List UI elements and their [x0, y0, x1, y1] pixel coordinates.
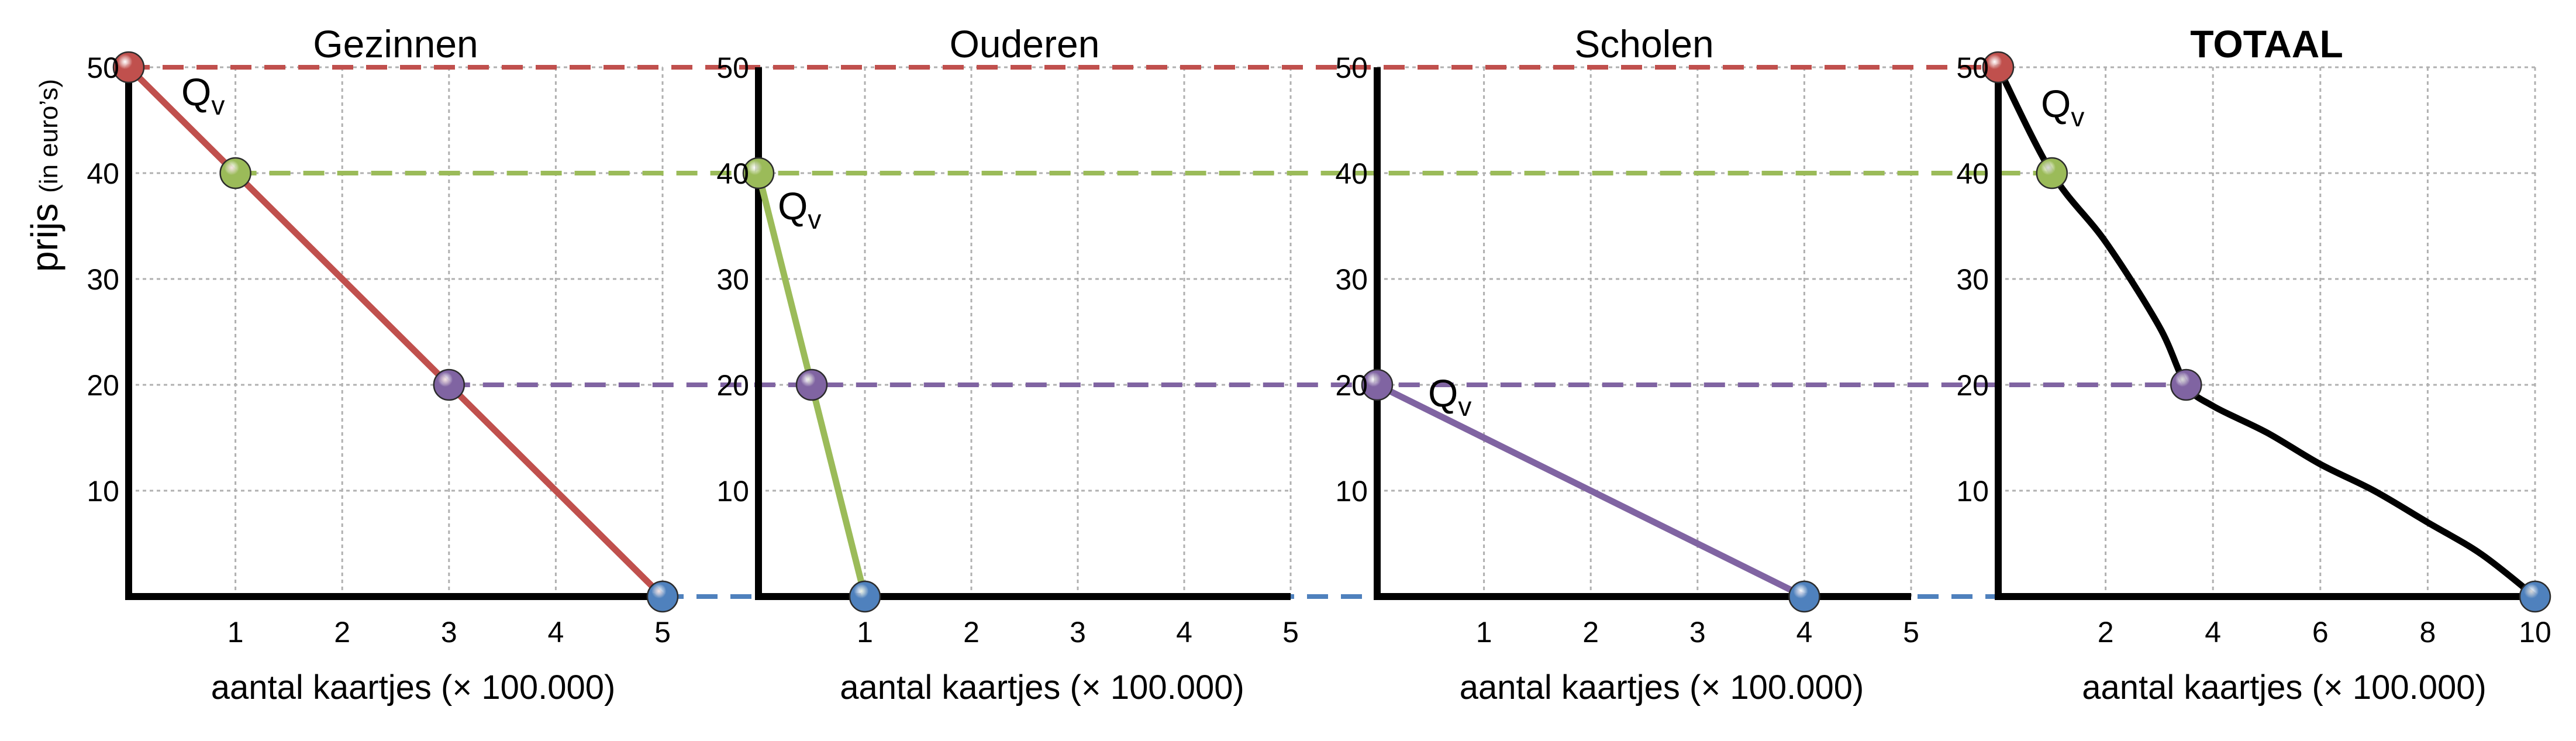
demand-curve-1 — [125, 64, 666, 600]
markers-layer — [112, 51, 2551, 613]
y-tick-label: 20 — [1956, 369, 1989, 402]
x-tick-label: 3 — [1689, 616, 1706, 649]
y-tick-label: 30 — [1956, 263, 1989, 296]
point-marker-red — [1982, 51, 2015, 84]
y-tick-label: 10 — [87, 475, 119, 508]
curve-label-qv: Qv — [181, 70, 225, 120]
guide-lines-layer — [129, 65, 2535, 599]
y-tick-label: 30 — [87, 263, 119, 296]
text-layer: Gezinnen 1 2 3 4 5 10 20 30 40 50 aantal kaartjes (… — [23, 22, 2551, 706]
x-tick-label: 4 — [2205, 616, 2221, 649]
point-marker-blue — [2519, 580, 2551, 613]
point-marker-purple — [795, 368, 828, 401]
y-tick-label: 40 — [87, 157, 119, 190]
x-axis-label: aantal kaartjes (× 100.000) — [840, 668, 1244, 706]
y-tick-label: 20 — [87, 369, 119, 402]
curve-label-qv: Qv — [778, 184, 821, 235]
x-tick-label: 2 — [963, 616, 980, 649]
point-marker-purple — [1361, 368, 1394, 401]
x-tick-label: 3 — [441, 616, 457, 649]
chart-title: Ouderen — [950, 22, 1100, 66]
y-tick-label: 50 — [1335, 51, 1368, 84]
point-marker-blue — [849, 580, 881, 613]
y-tick-label: 40 — [1956, 157, 1989, 190]
y-tick-label: 30 — [716, 263, 749, 296]
point-marker-green — [219, 157, 251, 189]
x-tick-label: 1 — [227, 616, 244, 649]
y-axis-label: prijs (in euro’s) — [23, 79, 65, 272]
point-marker-red — [112, 51, 145, 84]
chart-title: Scholen — [1574, 22, 1714, 66]
y-tick-label: 40 — [1335, 157, 1368, 190]
x-tick-label: 2 — [334, 616, 350, 649]
x-tick-label: 4 — [547, 616, 564, 649]
point-marker-green — [742, 157, 775, 189]
y-tick-label: 20 — [716, 369, 749, 402]
y-tick-label: 10 — [1956, 475, 1989, 508]
curve-label-qv: Qv — [1428, 371, 1471, 422]
y-tick-label: 10 — [716, 475, 749, 508]
point-marker-blue — [646, 580, 679, 613]
point-marker-green — [2036, 157, 2068, 189]
chart-title: TOTAAL — [2190, 22, 2343, 66]
point-marker-blue — [1788, 580, 1820, 613]
x-tick-label: 5 — [1282, 616, 1299, 649]
y-tick-label: 40 — [716, 157, 749, 190]
x-tick-label: 2 — [2098, 616, 2114, 649]
x-tick-label: 1 — [1476, 616, 1492, 649]
curves-layer — [125, 64, 2539, 600]
x-axis-label: aantal kaartjes (× 100.000) — [211, 668, 616, 706]
x-tick-label: 3 — [1070, 616, 1086, 649]
x-axis-label: aantal kaartjes (× 100.000) — [2082, 668, 2487, 706]
x-tick-label: 2 — [1582, 616, 1599, 649]
axes-layer — [125, 67, 2535, 600]
point-marker-purple — [433, 368, 465, 401]
y-tick-label: 10 — [1335, 475, 1368, 508]
x-tick-label: 8 — [2419, 616, 2436, 649]
y-tick-label: 30 — [1335, 263, 1368, 296]
x-tick-label: 10 — [2519, 616, 2551, 649]
chart-title: Gezinnen — [313, 22, 478, 66]
y-tick-label: 20 — [1335, 369, 1368, 402]
demand-curve-3 — [1374, 381, 1808, 600]
y-tick-label: 50 — [716, 51, 749, 84]
demand-curve-4 — [1995, 64, 2539, 600]
x-tick-label: 4 — [1176, 616, 1192, 649]
x-tick-label: 5 — [1903, 616, 1919, 649]
point-marker-purple — [2170, 368, 2202, 401]
x-axis-label: aantal kaartjes (× 100.000) — [1460, 668, 1864, 706]
x-tick-label: 5 — [654, 616, 671, 649]
y-tick-label: 50 — [87, 51, 119, 84]
curve-label-qv: Qv — [2041, 82, 2084, 132]
grid-layer — [129, 66, 2536, 597]
x-tick-label: 4 — [1796, 616, 1812, 649]
y-tick-label: 50 — [1956, 51, 1989, 84]
x-tick-label: 6 — [2312, 616, 2329, 649]
x-tick-label: 1 — [857, 616, 873, 649]
